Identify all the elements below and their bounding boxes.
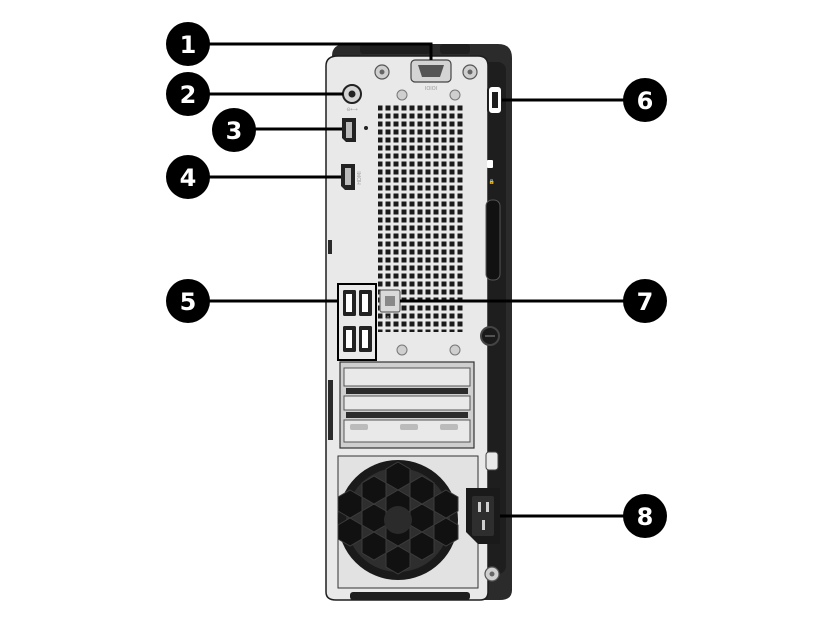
- expansion-slot-cover: [343, 395, 471, 411]
- expansion-slot-cover: [343, 419, 471, 443]
- callout-6: 6: [623, 78, 667, 122]
- callout-number: 3: [226, 117, 243, 145]
- callout-8: 8: [623, 494, 667, 538]
- screws: [374, 64, 500, 582]
- callout-number: 4: [180, 164, 197, 192]
- svg-text:⁂: ⁂: [386, 315, 391, 322]
- side-features: 🔒: [480, 85, 503, 471]
- callout-2: 2: [166, 72, 210, 116]
- callout-3: 3: [212, 108, 256, 152]
- expansion-slot-cover: [343, 367, 471, 387]
- callout-number: 1: [180, 31, 197, 59]
- callout-4: 4: [166, 155, 210, 199]
- callout-7: 7: [623, 279, 667, 323]
- callout-number: 8: [637, 503, 654, 531]
- expansion-slots: [339, 361, 475, 449]
- usb-ports: [337, 283, 377, 361]
- psu-fan: [337, 455, 479, 589]
- svg-text:🔒: 🔒: [489, 178, 495, 185]
- svg-text:IOIOI: IOIOI: [425, 86, 437, 92]
- displayport-connector: [342, 118, 368, 142]
- callout-1: 1: [166, 22, 210, 66]
- callout-number: 5: [180, 288, 197, 316]
- serial-port: IOIOI: [410, 59, 452, 92]
- svg-text:⊖⟷: ⊖⟷: [346, 107, 357, 113]
- callout-number: 7: [637, 288, 654, 316]
- leader-line-1: [208, 42, 433, 60]
- svg-text:HDMI: HDMI: [357, 171, 363, 184]
- callout-5: 5: [166, 279, 210, 323]
- callout-number: 2: [180, 81, 197, 109]
- hdmi-connector: HDMI: [341, 164, 363, 190]
- leader-lines: [208, 42, 624, 518]
- callout-number: 6: [637, 87, 654, 115]
- power-cord-connector: [466, 488, 500, 544]
